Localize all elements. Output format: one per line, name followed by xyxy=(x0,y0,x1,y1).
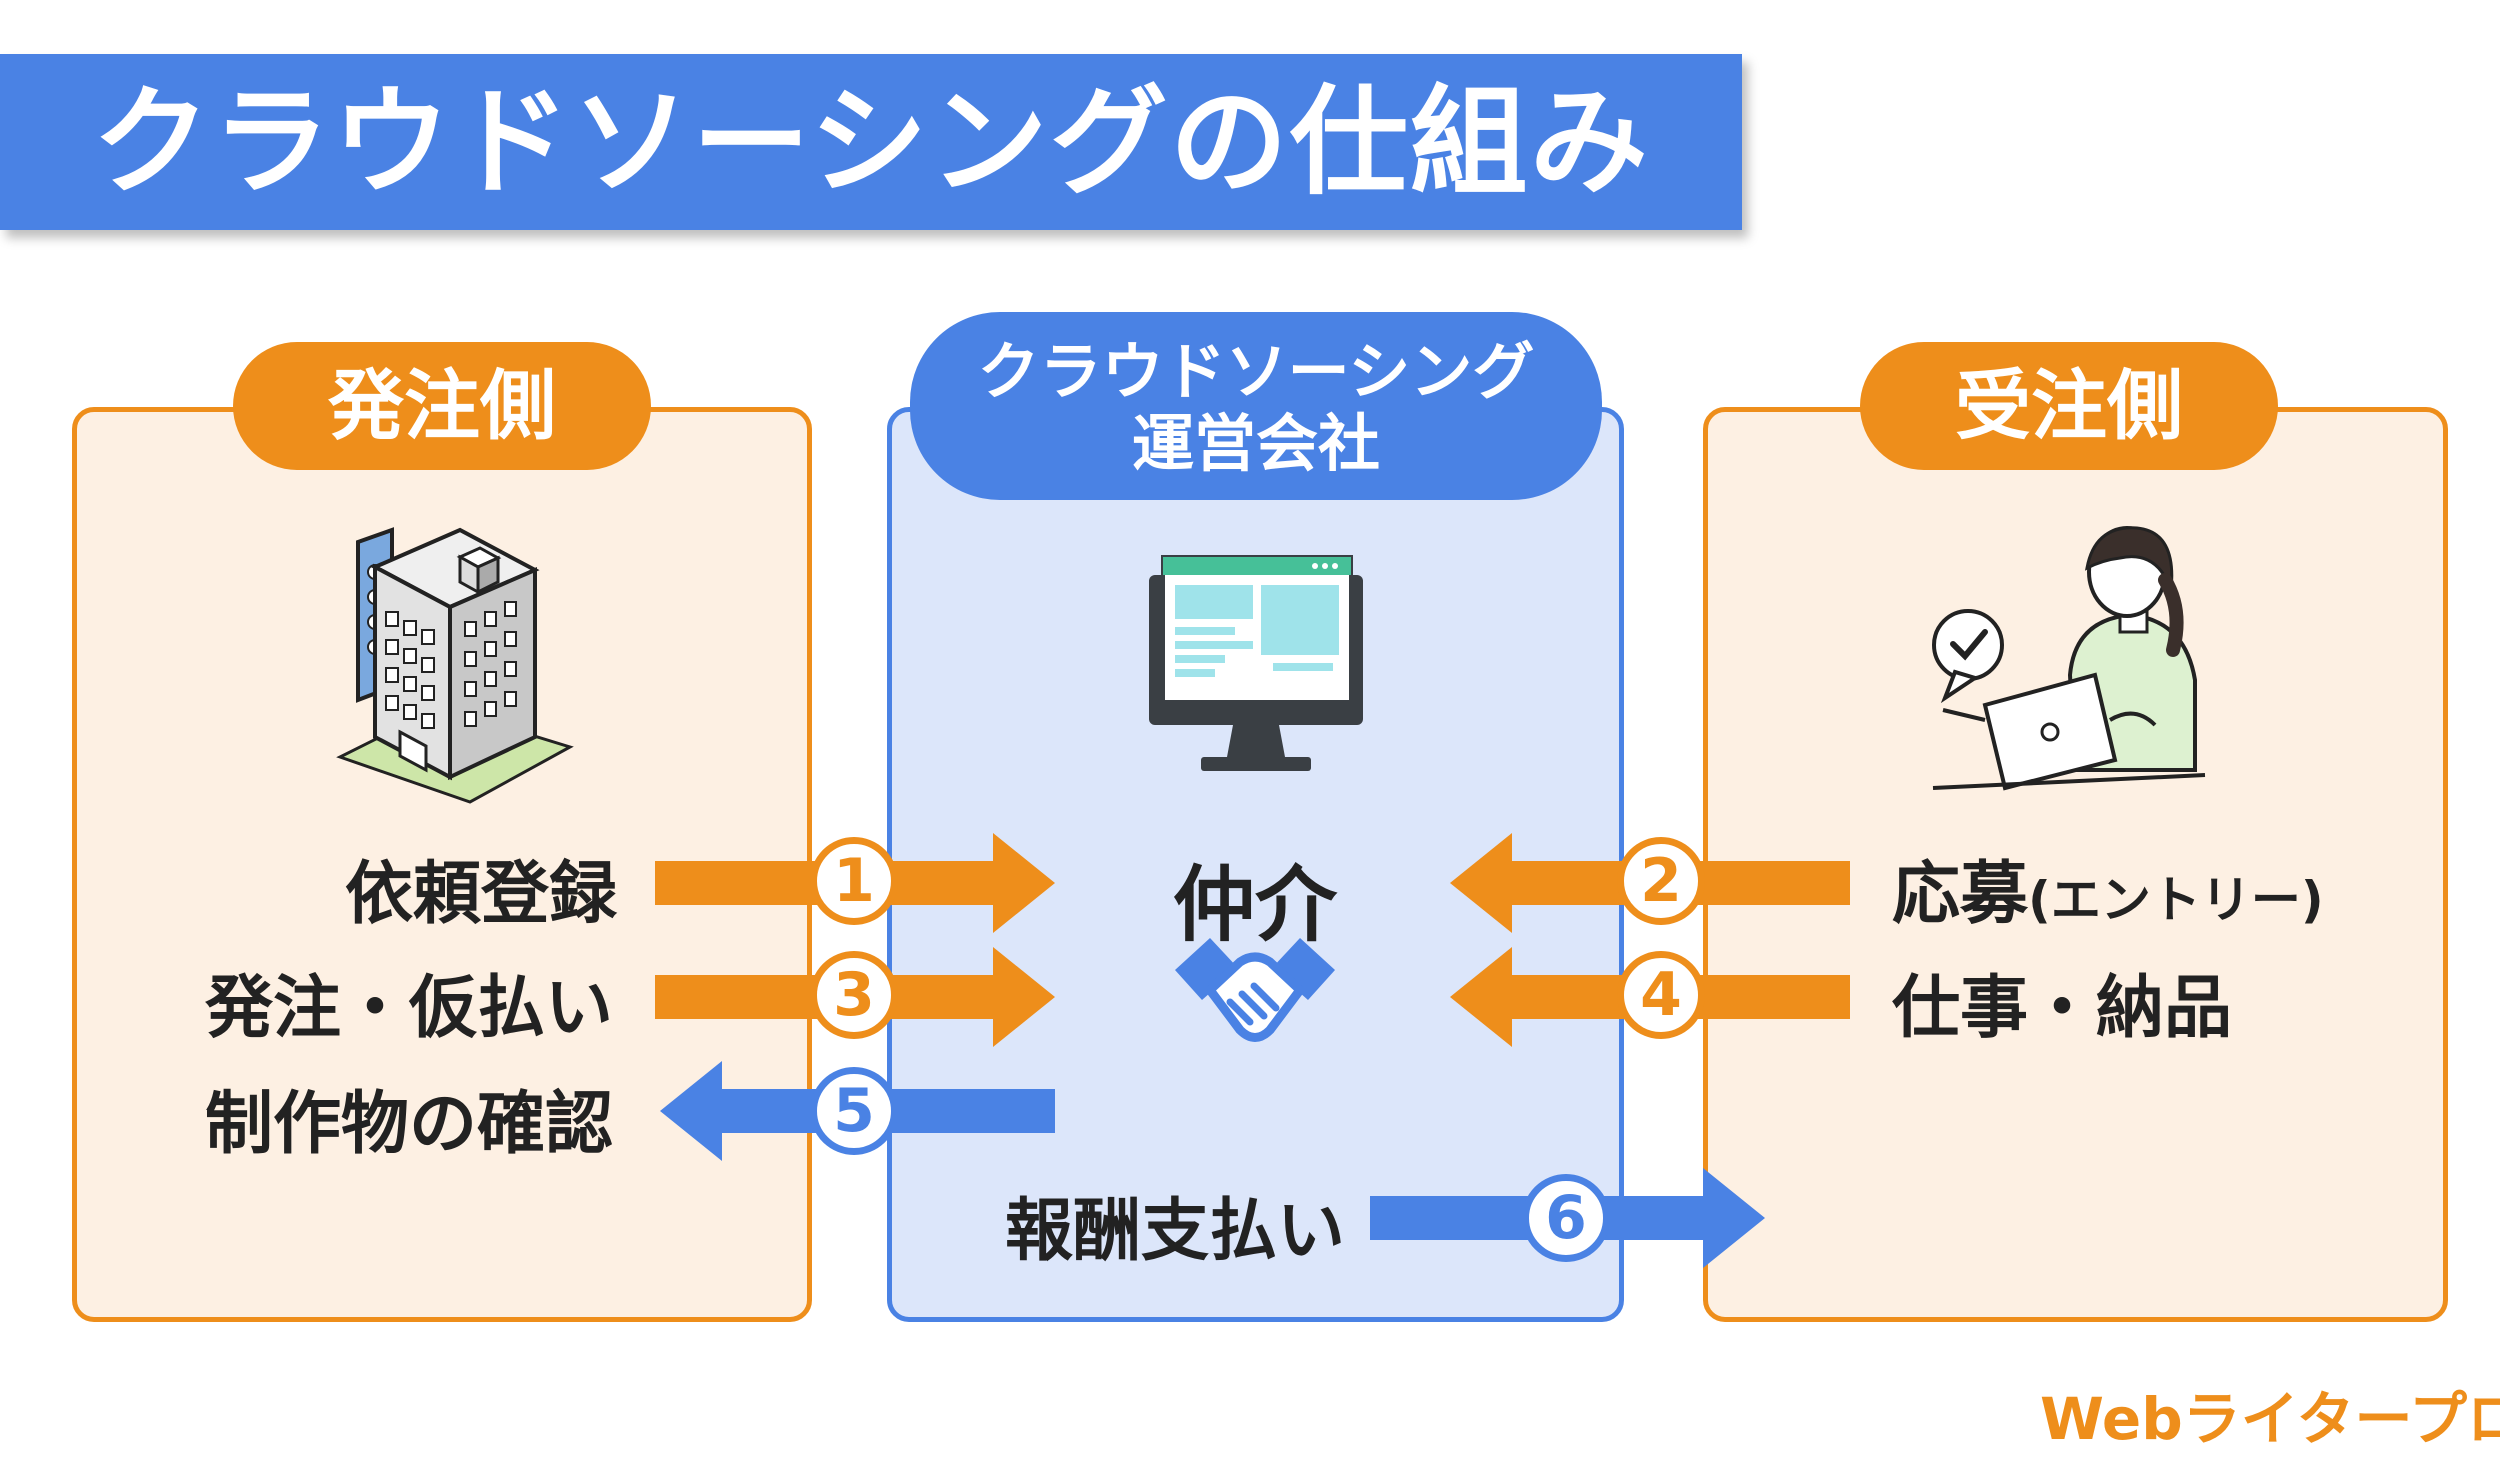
step5-label: 制作物の確認 xyxy=(205,1085,614,1164)
step1-label: 依頼登録 xyxy=(345,855,618,934)
step2-label-sub: (エントリー) xyxy=(2028,871,2324,929)
client-side-header: 発注側 xyxy=(233,342,651,470)
step1-number: 1 xyxy=(810,837,898,925)
step3-number: 3 xyxy=(810,951,898,1039)
title-banner xyxy=(0,54,1742,230)
computer-monitor-icon xyxy=(1149,555,1363,771)
step6-number: 6 xyxy=(1522,1174,1610,1262)
contractor-side-header: 受注側 xyxy=(1860,342,2278,470)
step3-label: 発注・仮払い xyxy=(205,969,614,1048)
step4-label: 仕事・納品 xyxy=(1892,969,2233,1048)
step5-number: 5 xyxy=(810,1067,898,1155)
platform-header-line2: 運営会社 xyxy=(1131,407,1380,480)
platform-header-line1: クラウドソーシング xyxy=(977,335,1535,408)
step2-label: 応募(エントリー) xyxy=(1892,838,2324,937)
platform-header: クラウドソーシング 運営会社 xyxy=(910,312,1602,500)
handshake-icon xyxy=(1175,938,1335,1042)
page-title: クラウドソーシングの仕組み xyxy=(92,73,1650,211)
brand-logo: Webライタープロ xyxy=(2040,1385,2500,1453)
step2-label-main: 応募 xyxy=(1892,855,2029,934)
office-building-icon xyxy=(336,527,574,804)
intermediary-label: 仲介 xyxy=(1172,858,1337,953)
step6-label: 報酬支払い xyxy=(1005,1192,1346,1271)
step2-number: 2 xyxy=(1617,837,1705,925)
step4-number: 4 xyxy=(1617,951,1705,1039)
woman-laptop-icon xyxy=(1932,526,2206,791)
